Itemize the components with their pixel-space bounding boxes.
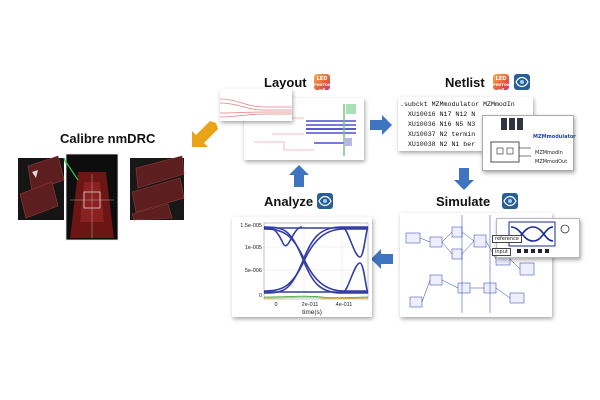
input-port-label: input [492, 248, 511, 256]
port-out-label: MZMmodOut [535, 159, 568, 165]
simulate-title: Simulate [436, 194, 491, 209]
analyze-title: Analyze [264, 194, 314, 209]
reference-port: reference [492, 227, 522, 245]
reference-port-label: reference [492, 235, 522, 243]
netlist-line: XU10036 N16 N5 N3 [400, 121, 476, 128]
arrow-layout-to-calibre [192, 121, 218, 147]
arrow-analyze-to-layout [289, 165, 309, 187]
input-port: input [492, 240, 511, 258]
component-title: MZMmodulator [533, 134, 576, 140]
y-tick-label: 0 [259, 293, 262, 299]
x-tick-label: 0 [274, 302, 277, 308]
x-axis-label: time(s) [302, 309, 322, 316]
calibre-drc-screenshots [18, 152, 193, 242]
interconnect-icon [502, 193, 518, 209]
layout-title: Layout [264, 75, 307, 90]
port-in-label: MZMmodIn [535, 150, 563, 156]
netlist-title: Netlist [445, 75, 485, 90]
netlist-component-popup: MZMmodulator MZMmodIn MZMmodOut [482, 115, 576, 171]
x-tick-label: 4e-011 [336, 302, 353, 308]
netlist-line: XU10038 N2 N1 ber [400, 141, 476, 148]
arrow-simulate-to-analyze [371, 249, 393, 269]
arrow-layout-to-netlist [370, 115, 392, 135]
netlist-line: .subckt MZMmodulator MZMmodIn [400, 101, 515, 108]
interconnect-icon [317, 193, 333, 209]
arrow-netlist-to-simulate [454, 168, 474, 190]
x-tick-label: 2e-011 [302, 302, 319, 308]
layout-inset [219, 89, 292, 121]
netlist-line: XU10037 N2 termin [400, 131, 476, 138]
y-tick-label: 1.5e-005 [240, 223, 262, 229]
y-tick-label: 1e-005 [245, 245, 262, 251]
calibre-title: Calibre nmDRC [60, 131, 156, 146]
interconnect-icon [514, 74, 530, 90]
eye-diagram-plot: 1.5e-005 1e-005 5e-006 0 0 2e-011 4e-011… [232, 217, 372, 317]
netlist-line: XU10016 N17 N12 N [400, 111, 476, 118]
y-tick-label: 5e-006 [245, 268, 262, 274]
